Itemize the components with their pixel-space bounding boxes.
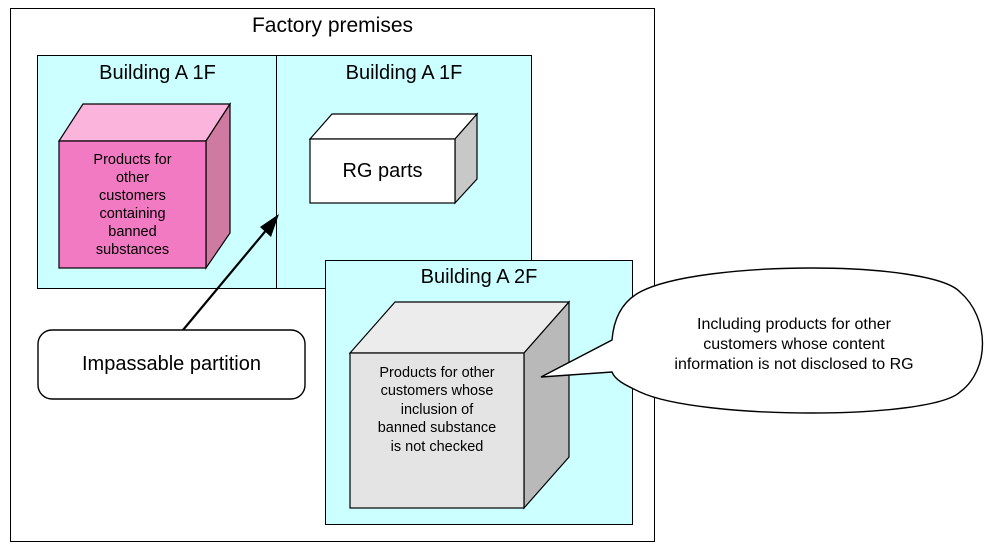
rg-parts-cube-top — [308, 113, 479, 140]
partition-callout-box — [37, 329, 306, 400]
building-a-1f-left-title: Building A 1F — [99, 62, 216, 84]
banned-products-cube-top — [57, 103, 232, 142]
unchecked-products-cube — [348, 300, 571, 510]
partition-callout-label: Impassable partition — [82, 353, 261, 375]
factory-premises-title: Factory premises — [251, 14, 414, 37]
rg-parts-cube-front — [309, 138, 456, 204]
banned-products-cube — [57, 101, 232, 270]
unchecked-products-label: Products for other customers whose inclu… — [377, 364, 497, 455]
disclosure-speech-bubble — [540, 267, 984, 414]
rg-parts-cube — [308, 112, 479, 205]
banned-products-label: Products for other customers containing … — [93, 152, 172, 258]
unchecked-products-cube-front — [349, 352, 525, 509]
building-a-1f-right-title: Building A 1F — [345, 62, 463, 84]
banned-products-cube-front — [58, 140, 207, 269]
disclosure-callout-label: Including products for other customers w… — [674, 316, 914, 373]
partition-arrow — [182, 214, 279, 331]
building-a-2f-title: Building A 2F — [420, 266, 538, 288]
rg-parts-label: RG parts — [342, 159, 423, 182]
